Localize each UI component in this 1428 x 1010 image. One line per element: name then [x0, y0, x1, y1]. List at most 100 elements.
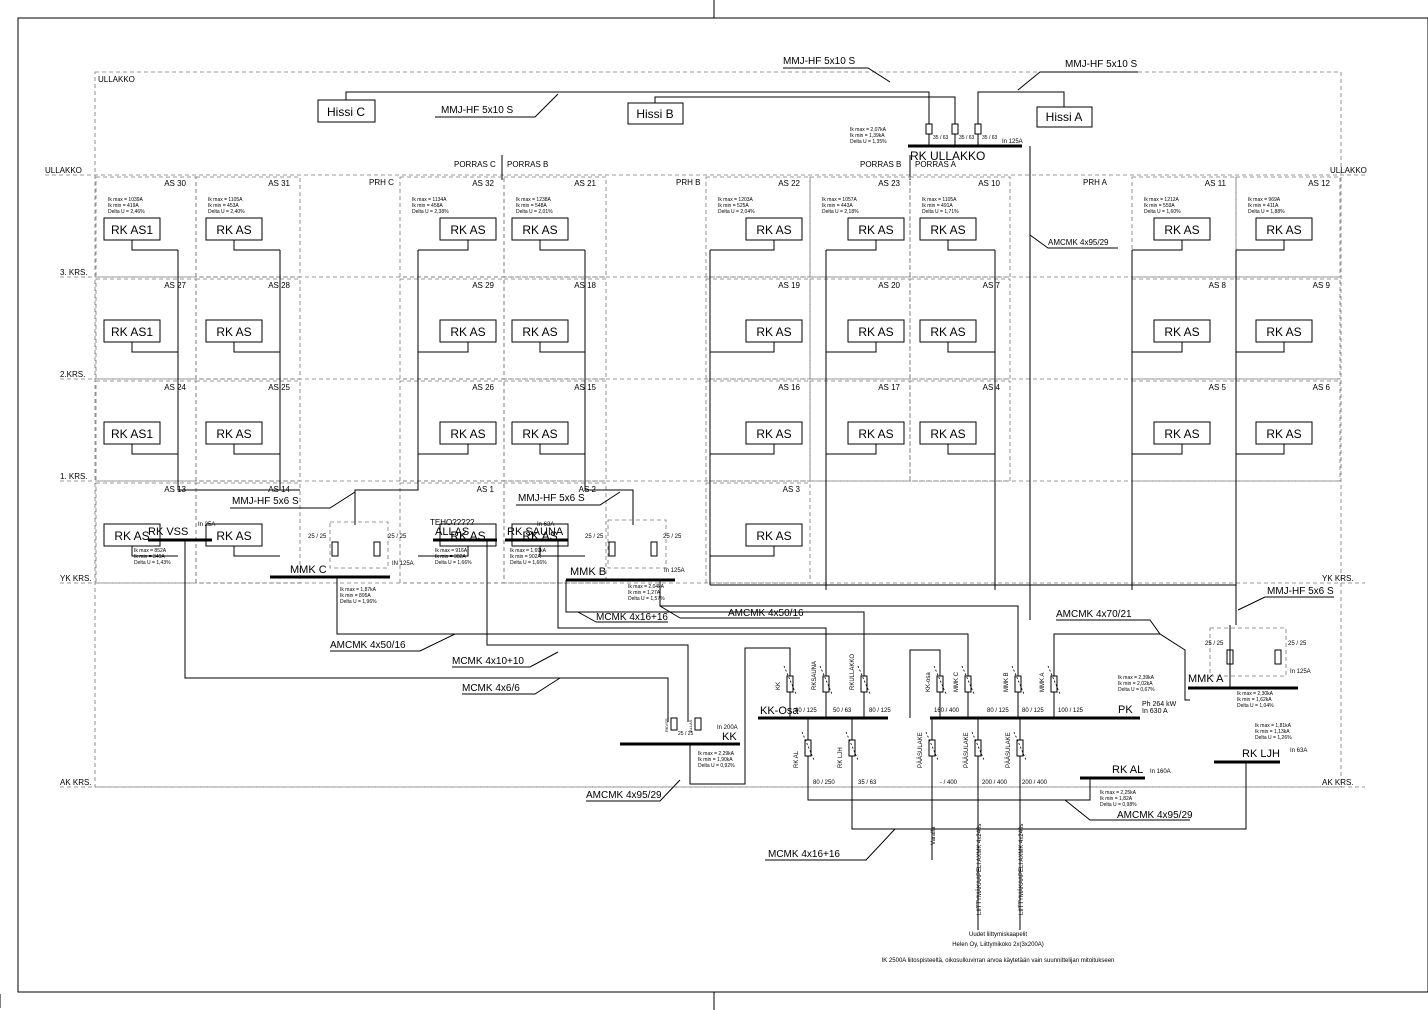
pk-feeder-fuse — [961, 665, 975, 718]
prh-b-label: PRH B — [676, 178, 700, 187]
rk-as-feed — [826, 342, 877, 353]
apartment-frame — [705, 482, 811, 584]
apartment-cell: AS 8RK AS — [1131, 278, 1237, 380]
lower-feeder-label: PÄÄSULAKE — [1005, 732, 1012, 768]
level-label-3krs: 3. KRS. — [60, 268, 88, 277]
apartment-number: AS 9 — [1313, 281, 1331, 290]
apartment-ik-value: Ik min = 559A — [1144, 203, 1175, 209]
rk-as-feed — [539, 546, 585, 557]
rk-as-label: RK AS — [858, 325, 893, 339]
kk-fuse-label: 25 / 25 — [678, 731, 694, 737]
rk-as-feed — [710, 240, 775, 251]
level-label-ak-left: AK KRS. — [60, 778, 92, 787]
rk-as-feed — [710, 342, 775, 353]
mmk-a-ik-1: Ik max = 2,30kA — [1237, 691, 1274, 697]
apartment-ik-value: Delta U = 2,40% — [208, 209, 245, 215]
rk-as-label: RK AS1 — [111, 223, 153, 237]
kk-ik-1: Ik max = 2,29kA — [698, 751, 735, 757]
rk-ullakko-in: In 125A — [1002, 139, 1023, 145]
hissi-a-feed — [977, 91, 1065, 125]
rk-as-label: RK AS — [1164, 325, 1199, 339]
amcmk-9529b-label: AMCMK 4x95/29 — [586, 790, 662, 801]
kk-osa-feeder-fuse — [819, 665, 833, 718]
rk-al-ik-1: Ik max = 2,25kA — [1100, 790, 1137, 796]
rk-vss-ik-3: Delta U = 1,43% — [134, 560, 171, 566]
mcmk-66-label: MCMK 4x6/6 — [462, 683, 520, 694]
rk-as-label: RK AS — [930, 325, 965, 339]
rk-as-label: RK AS — [858, 427, 893, 441]
rk-ljh-ik-2: Ik min = 1,13kA — [1255, 729, 1290, 735]
apartment-cell: AS 3RK AS — [705, 482, 811, 584]
kk-feeder-label-2: ALLAS — [688, 719, 693, 732]
level-label-ullakko-left: ULLAKKO — [45, 166, 82, 175]
kk-osa-fuse-2: 50 / 63 — [833, 708, 852, 714]
mmk-a-fuse-2 — [1274, 649, 1282, 665]
rk-as-feed — [131, 342, 178, 353]
rk-ullakko-fuse-1 — [925, 123, 933, 135]
mmk-a-fuse-label-2: 25 / 25 — [1288, 641, 1307, 647]
rk-as-label: RK AS — [450, 427, 485, 441]
mmk-c-fuse-label-1: 25 / 25 — [308, 534, 327, 540]
rk-as-feed — [947, 342, 995, 353]
apartment-number: AS 29 — [472, 281, 494, 290]
apartment-ik-value: Ik min = 525A — [718, 203, 749, 209]
pk-ph: Ph 264 kW — [1142, 701, 1177, 708]
apartment-ik-value: Ik min = 491A — [922, 203, 953, 209]
apartment-ik-value: Ik max = 1134A — [412, 197, 447, 203]
mmj-b-riser-leader — [516, 491, 621, 506]
allas-ik-2: Ik min = 382A — [435, 554, 466, 560]
pk-in: In 630 A — [1142, 708, 1168, 715]
mmj-b-riser-label: MMJ-HF 5x6 S — [518, 493, 585, 504]
rk-al-ik-3: Delta U = 0,98% — [1100, 802, 1137, 808]
lower-fuse-1: 80 / 250 — [813, 780, 835, 786]
kk-fuse-2 — [694, 717, 702, 731]
pk-fuse-2: 80 / 125 — [987, 708, 1009, 714]
amcmk-5016b-tail — [659, 605, 681, 619]
rk-as-label: RK AS — [930, 223, 965, 237]
rk-as-label: RK AS — [216, 529, 251, 543]
apartment-ik-value: Ik min = 458A — [412, 203, 443, 209]
level-label-ak-right: AK KRS. — [1322, 778, 1354, 787]
apartment-ik-value: Ik max = 1039A — [108, 197, 144, 203]
rk-as-label: RK AS — [756, 427, 791, 441]
lower-fuse-3: - / 400 — [940, 780, 958, 786]
apartment-number: AS 17 — [878, 383, 900, 392]
rk-as-feed — [1132, 444, 1183, 455]
apartment-frame — [195, 278, 301, 380]
rk-ljh-feeder — [851, 762, 1247, 830]
rk-al-in: In 160A — [1150, 769, 1171, 775]
allas-ik-1: Ik max = 916A — [435, 548, 468, 554]
rk-as-feed — [1132, 342, 1183, 353]
rk-as-label: RK AS — [450, 223, 485, 237]
mmk-c-frame — [329, 521, 389, 569]
mmj-top1-label: MMJ-HF 5x10 S — [783, 56, 856, 67]
apartment-cell: AS 7RK AS — [909, 278, 1011, 380]
apartment-frame — [503, 380, 607, 482]
rk-as-feed — [233, 546, 280, 557]
prh-a-label: PRH A — [1083, 178, 1108, 187]
mmk-b-in: In 125A — [664, 568, 685, 574]
hissi-a-label: Hissi A — [1046, 110, 1083, 124]
apartment-number: AS 28 — [268, 281, 290, 290]
rk-as-label: RK AS — [756, 325, 791, 339]
rk-vss-ik-1: Ik max = 852A — [134, 548, 167, 554]
mmk-b-fuse-2 — [650, 541, 658, 557]
kk-osa-link — [909, 649, 941, 718]
rk-ljh-ik-3: Delta U = 1,26% — [1255, 735, 1292, 741]
mmk-c-fuse-2 — [373, 541, 381, 557]
mmk-b-label: MMK B — [570, 566, 606, 578]
apartment-ik-value: Delta U = 2,46% — [108, 209, 145, 215]
apartment-number: AS 21 — [574, 179, 596, 188]
rk-vss-label: RK VSS — [148, 526, 188, 538]
rk-as-feed — [826, 240, 877, 251]
rk-as-label: RK AS — [1266, 427, 1301, 441]
rk-as-feed — [710, 546, 775, 557]
